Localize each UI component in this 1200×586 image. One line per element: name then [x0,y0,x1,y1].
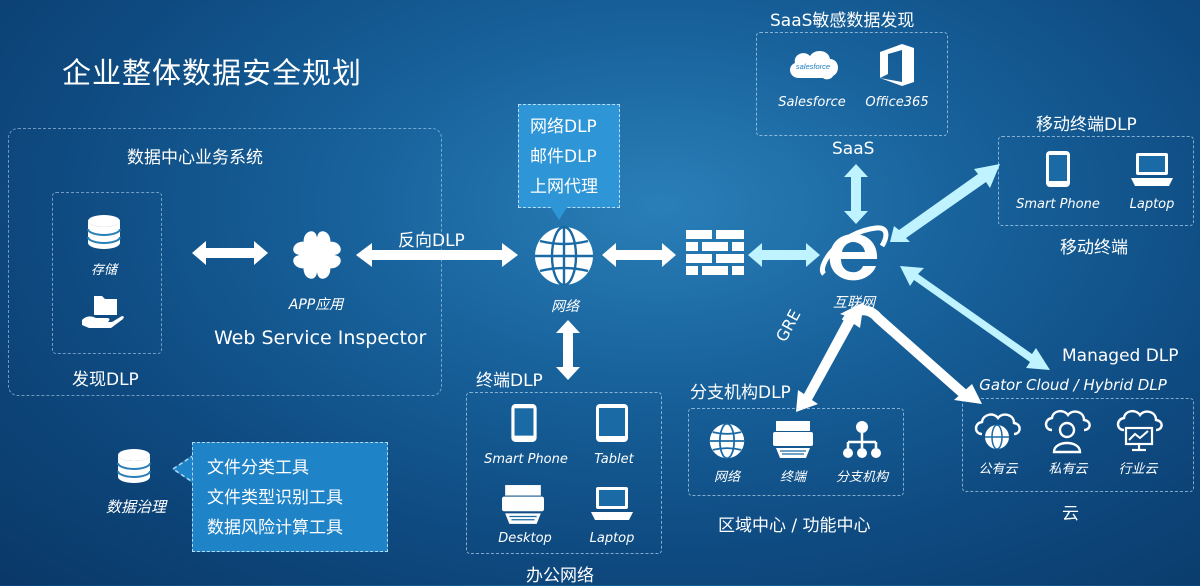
mobile-dlp-title: 移动终端DLP [1036,115,1137,135]
mobile-laptop-label: Laptop [1129,197,1175,212]
storage-label: 存储 [90,263,117,278]
office-network-label: 办公网络 [526,566,594,586]
endpoint-smartphone-icon [511,404,537,442]
arrow-internet-branch [796,302,864,412]
saas-box [756,32,948,136]
branch-dlp-title: 分支机构DLP [690,383,791,403]
public-cloud-icon [974,413,1021,450]
callout-pointer [550,206,568,220]
folder-hand-icon [82,296,124,328]
arrow-app-network [356,243,518,267]
governance-callout-pointer [171,454,195,484]
arrow-internet-mobile [890,164,1000,242]
cloud-box [962,398,1194,492]
salesforce-logo-text: salesforce [796,62,830,71]
app-clover-icon [293,231,341,279]
internet-icon [820,225,889,281]
cloud-label: 云 [1062,504,1079,524]
endpoint-dlp-title: 终端DLP [476,371,543,391]
industry-cloud-icon [1116,410,1163,452]
saas-label: SaaS [832,139,875,159]
governance-database-icon [117,449,151,483]
branch-box [688,408,904,496]
desktop-label: Desktop [498,531,552,546]
laptop-icon [1131,153,1173,186]
mobile-smartphone-label: Smart Phone [1016,197,1100,212]
datacenter-title: 数据中心业务系统 [127,148,263,168]
web-proxy-item: 上网代理 [530,177,598,197]
saas-title: SaaS敏感数据发现 [770,11,915,31]
web-service-inspector-label: Web Service Inspector [214,327,427,349]
arrow-saas-internet [844,164,868,224]
branch-org-icon [843,421,881,458]
firewall-icon [686,230,744,275]
endpoint-laptop-icon [591,487,633,520]
arrow-discovery-app [192,241,268,265]
network-dlp-callout: 网络DLP 邮件DLP 上网代理 [518,104,620,208]
tool-file-type-detection: 文件类型识别工具 [207,488,343,508]
page-title: 企业整体数据安全规划 [62,56,363,90]
endpoint-smartphone-label: Smart Phone [484,452,568,467]
governance-label: 数据治理 [105,498,166,516]
tablet-label: Tablet [594,452,634,467]
private-cloud-label: 私有云 [1048,462,1088,477]
private-cloud-icon [1044,410,1091,454]
arrow-firewall-internet [748,243,820,267]
discovery-dlp-label: 发现DLP [72,370,139,390]
branch-org-label: 分支机构 [835,470,888,485]
arrow-network-endpoint [556,320,580,380]
branch-network-label: 网络 [713,470,740,485]
tool-data-risk-calculation: 数据风险计算工具 [207,518,343,538]
regional-center-label: 区域中心 / 功能中心 [718,516,871,536]
app-label: APP应用 [288,297,344,313]
office365-label: Office365 [865,95,929,110]
tool-file-classification: 文件分类工具 [207,458,309,478]
discovery-box [52,192,162,354]
endpoint-box [466,392,662,554]
branch-endpoint-label: 终端 [779,470,806,485]
database-icon [87,215,121,249]
smartphone-icon [1046,151,1070,187]
endpoint-laptop-label: Laptop [589,531,635,546]
salesforce-cloud-icon: salesforce [790,50,839,80]
branch-endpoint-icon [773,421,813,458]
arrow-network-firewall [602,243,676,267]
tablet-icon [596,404,628,442]
mobile-box [998,136,1194,226]
office365-icon [880,44,914,86]
datacenter-box [8,128,442,396]
salesforce-label: Salesforce [778,95,846,110]
globe-icon [535,225,593,287]
reverse-dlp-label: 反向DLP [398,231,465,251]
network-dlp-item: 网络DLP [530,117,597,137]
managed-dlp-title: Managed DLP [1062,346,1179,366]
governance-tools-callout: 文件分类工具 文件类型识别工具 数据风险计算工具 [192,442,388,552]
network-label: 网络 [551,299,579,315]
branch-globe-icon [709,422,745,460]
mobile-label: 移动终端 [1060,238,1128,258]
managed-dlp-subtitle: Gator Cloud / Hybrid DLP [979,376,1167,394]
desktop-icon [502,485,544,524]
mail-dlp-item: 邮件DLP [530,147,597,167]
arrow-internet-cloud [900,266,1050,370]
industry-cloud-label: 行业云 [1118,462,1158,477]
public-cloud-label: 公有云 [978,462,1018,477]
